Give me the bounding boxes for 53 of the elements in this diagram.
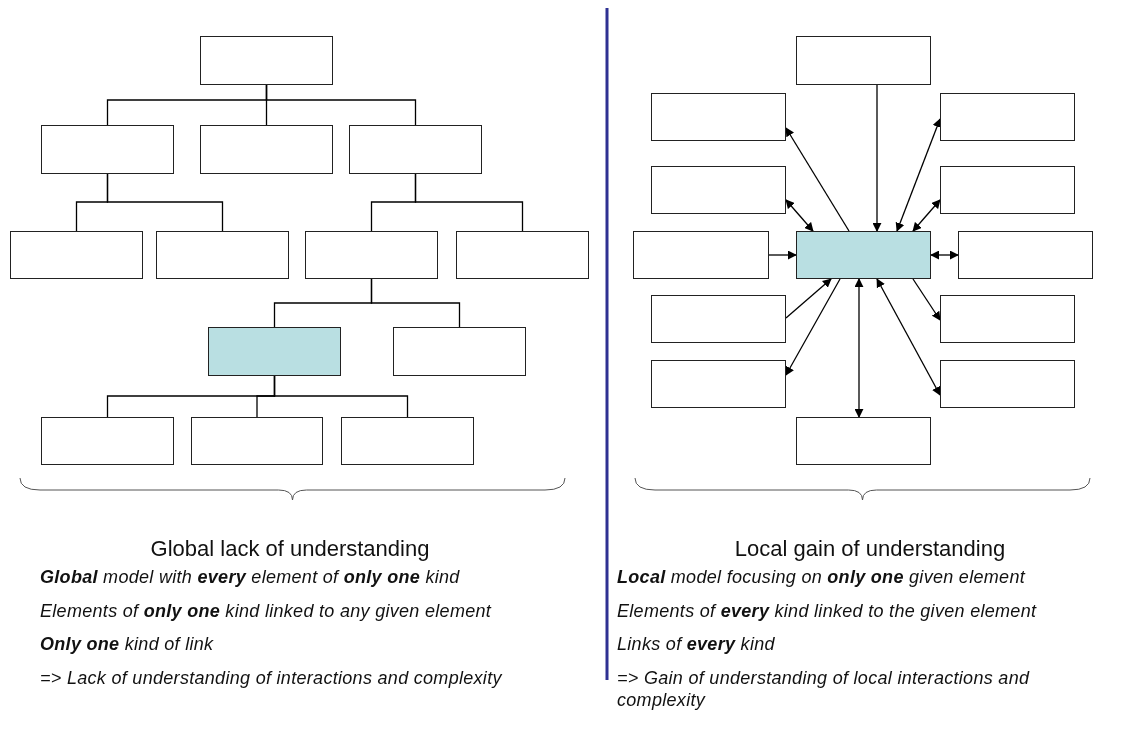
element-box bbox=[349, 125, 482, 174]
connector-line bbox=[265, 84, 417, 126]
element-box bbox=[305, 231, 438, 279]
element-box bbox=[940, 360, 1075, 408]
connector-line bbox=[273, 375, 409, 418]
description-text: Elements of every kind linked to the given element bbox=[617, 600, 1037, 622]
description-text: Links of every kind bbox=[617, 633, 775, 655]
element-box bbox=[796, 36, 931, 85]
element-box bbox=[200, 125, 333, 174]
highlighted-element-box bbox=[796, 231, 931, 279]
heading: Local gain of understanding bbox=[733, 536, 1007, 562]
element-box bbox=[651, 93, 786, 141]
element-box bbox=[200, 36, 333, 85]
arrow bbox=[872, 84, 882, 232]
arrow bbox=[912, 199, 941, 232]
connector-line bbox=[414, 173, 524, 232]
element-box bbox=[940, 166, 1075, 214]
arrow bbox=[785, 199, 814, 232]
element-box bbox=[651, 295, 786, 343]
highlighted-element-box bbox=[208, 327, 341, 376]
arrow bbox=[930, 250, 959, 260]
arrow bbox=[785, 127, 850, 232]
element-box bbox=[456, 231, 589, 279]
description-text: Global model with every element of only one kind bbox=[40, 566, 460, 588]
description-text: => Gain of understanding of local interactions and complexity bbox=[617, 667, 1031, 711]
element-box bbox=[940, 93, 1075, 141]
arrow bbox=[768, 250, 797, 260]
element-box bbox=[796, 417, 931, 465]
element-box bbox=[393, 327, 526, 376]
description-text: Elements of only one kind linked to any given element bbox=[40, 600, 492, 622]
element-box bbox=[651, 166, 786, 214]
connector-line bbox=[106, 173, 224, 232]
element-box bbox=[191, 417, 323, 465]
element-box bbox=[41, 417, 174, 465]
element-box bbox=[156, 231, 289, 279]
element-box bbox=[341, 417, 474, 465]
arrow bbox=[785, 278, 832, 319]
element-box bbox=[10, 231, 143, 279]
arrow bbox=[876, 278, 941, 396]
description-text: Only one kind of link bbox=[40, 633, 214, 655]
element-box bbox=[651, 360, 786, 408]
element-box bbox=[958, 231, 1093, 279]
arrow bbox=[785, 278, 841, 376]
arrow bbox=[895, 118, 942, 232]
element-box bbox=[41, 125, 174, 174]
heading: Global lack of understanding bbox=[149, 536, 431, 562]
description-text: Local model focusing on only one given element bbox=[617, 566, 1025, 588]
element-box bbox=[940, 295, 1075, 343]
element-box bbox=[633, 231, 769, 279]
arrow bbox=[854, 278, 864, 418]
description-text: => Lack of understanding of interactions and complexity bbox=[40, 667, 502, 689]
arrow bbox=[912, 278, 941, 321]
connector-line bbox=[370, 278, 461, 328]
